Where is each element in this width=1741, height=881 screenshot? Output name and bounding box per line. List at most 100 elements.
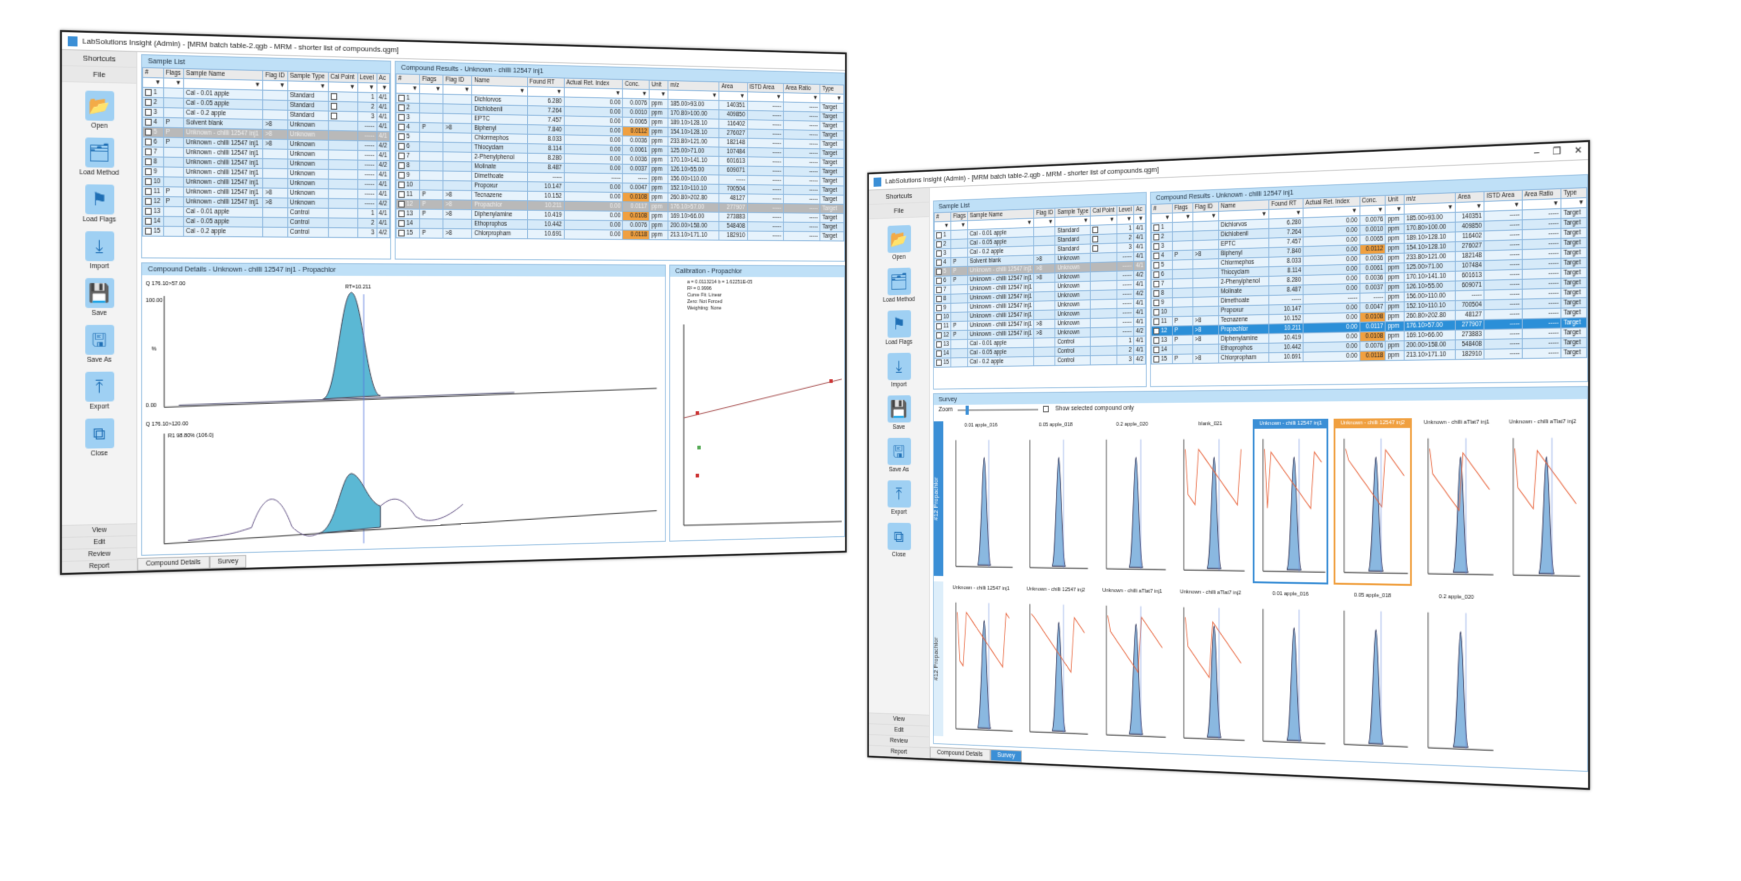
file-menu[interactable]: File [62,66,136,84]
survey-chromatogram[interactable]: blank_021 [1174,419,1248,583]
row-checkbox[interactable] [1153,337,1159,344]
filter-dropdown[interactable]: ▼ [328,82,357,92]
sidebar-button-export[interactable]: ⤒Export [70,372,128,411]
column-header[interactable]: Flags [163,68,183,78]
row-checkbox[interactable] [398,133,404,140]
chromatogram-chart[interactable]: Q 176.10>57.00 100.00 % 0.00 RT=10.211 Q… [142,275,665,555]
filter-dropdown[interactable]: ▼ [1172,212,1193,222]
close-button[interactable]: ✕ [1574,145,1582,156]
restore-button[interactable]: ❐ [1553,146,1561,157]
cal-point-checkbox[interactable] [1093,245,1099,252]
row-checkbox[interactable] [398,181,404,188]
filter-dropdown[interactable]: ▼ [396,84,420,94]
row-checkbox[interactable] [398,114,404,121]
row-checkbox[interactable] [1153,271,1159,278]
filter-dropdown[interactable]: ▼ [1034,217,1055,227]
column-header[interactable]: # [143,68,164,78]
row-checkbox[interactable] [936,323,942,329]
row-checkbox[interactable] [145,178,152,185]
survey-chromatogram[interactable]: 0.05 apple_018 [1334,590,1412,759]
tab-compound-details[interactable]: Compound Details [137,556,209,571]
column-header[interactable]: ISTD Area [747,83,783,93]
survey-chromatogram[interactable]: 0.2 apple_020 [1417,592,1496,763]
column-header[interactable]: Flags [420,74,443,84]
cal-point-checkbox[interactable] [330,103,336,110]
sidebar-button-save[interactable]: 💾Save [70,278,128,317]
sidebar-button-save-as[interactable]: 🖫Save As [876,438,923,473]
row-checkbox[interactable] [398,210,404,217]
filter-dropdown[interactable]: ▼ [623,89,650,99]
column-header[interactable]: Ac [377,73,390,83]
table-row[interactable]: 15Cal - 0.2 appleControl34/2 [143,226,390,238]
row-checkbox[interactable] [1153,224,1159,231]
sidebar-button-export[interactable]: ⤒Export [876,480,923,515]
filter-dropdown[interactable]: ▼ [377,83,390,93]
filter-dropdown[interactable]: ▼ [649,90,668,100]
survey-chromatogram[interactable]: 0.05 apple_018 [1020,420,1091,580]
row-checkbox[interactable] [145,109,152,116]
row-checkbox[interactable] [1153,290,1159,297]
sidebar-button-load-method[interactable]: 🗂Load Method [876,267,923,304]
column-header[interactable]: Unit [649,80,668,90]
survey-chromatogram[interactable]: 0.2 apple_020 [1096,420,1168,582]
row-checkbox[interactable] [1153,299,1159,306]
filter-dropdown[interactable]: ▼ [143,77,164,87]
row-checkbox[interactable] [145,128,152,135]
sidebar-button-close[interactable]: ⧉Close [876,523,923,559]
calibration-curve[interactable] [670,315,845,531]
column-header[interactable]: Found RT [527,77,564,87]
survey-chromatogram[interactable]: 0.01 apple_016 [1253,589,1329,756]
sidebar-button-open[interactable]: 📂Open [70,90,128,130]
sidebar-section-report[interactable]: Report [62,559,136,573]
sidebar-section-report[interactable]: Report [869,745,929,758]
filter-dropdown[interactable]: ▼ [820,94,844,104]
column-header[interactable]: Level [1117,205,1134,215]
filter-dropdown[interactable]: ▼ [263,80,288,90]
filter-dropdown[interactable]: ▼ [1091,215,1117,225]
column-header[interactable]: Area Ratio [783,83,820,93]
row-checkbox[interactable] [1153,281,1159,288]
file-menu[interactable]: File [869,203,929,220]
row-checkbox[interactable] [1153,318,1159,325]
row-checkbox[interactable] [398,123,404,130]
row-checkbox[interactable] [398,143,404,150]
row-checkbox[interactable] [398,229,404,236]
row-checkbox[interactable] [145,89,152,96]
row-checkbox[interactable] [398,201,404,208]
row-checkbox[interactable] [936,241,942,248]
row-checkbox[interactable] [1153,243,1159,250]
row-checkbox[interactable] [1153,328,1159,335]
row-checkbox[interactable] [936,314,942,320]
row-checkbox[interactable] [145,99,152,106]
show-selected-checkbox[interactable] [1043,406,1049,413]
filter-dropdown[interactable]: ▼ [1117,214,1134,224]
row-checkbox[interactable] [398,162,404,169]
filter-dropdown[interactable]: ▼ [1386,204,1405,214]
row-checkbox[interactable] [936,277,942,284]
survey-chromatogram[interactable]: Unknown - chilli 12547 inj2 [1020,585,1091,746]
tab-survey[interactable]: Survey [209,555,246,569]
row-checkbox[interactable] [936,305,942,311]
sidebar-button-import[interactable]: ⤓Import [876,353,923,389]
survey-chromatogram[interactable]: Unknown - chilli aTlat7 inj2 [1502,417,1583,589]
survey-chromatogram[interactable]: Unknown - chilli aTlat7 inj1 [1096,586,1168,749]
row-checkbox[interactable] [936,268,942,275]
zoom-slider[interactable] [958,408,1039,411]
row-checkbox[interactable] [145,218,152,225]
row-checkbox[interactable] [398,152,404,159]
survey-chromatogram[interactable]: Unknown - chilli aTlat7 inj2 [1174,587,1248,752]
column-header[interactable]: Conc. [623,79,650,89]
column-header[interactable]: Flags [951,211,968,221]
filter-dropdown[interactable]: ▼ [163,78,183,88]
sidebar-button-load-flags[interactable]: ⚑Load Flags [70,184,128,223]
row-checkbox[interactable] [936,350,942,356]
row-checkbox[interactable] [936,232,942,239]
row-checkbox[interactable] [1153,262,1159,269]
row-checkbox[interactable] [1153,252,1159,259]
row-checkbox[interactable] [145,208,152,215]
filter-dropdown[interactable]: ▼ [934,221,951,231]
row-checkbox[interactable] [398,104,404,111]
sidebar-button-save[interactable]: 💾Save [876,395,923,431]
column-header[interactable]: Cal Point [1091,206,1117,216]
row-checkbox[interactable] [145,118,152,125]
